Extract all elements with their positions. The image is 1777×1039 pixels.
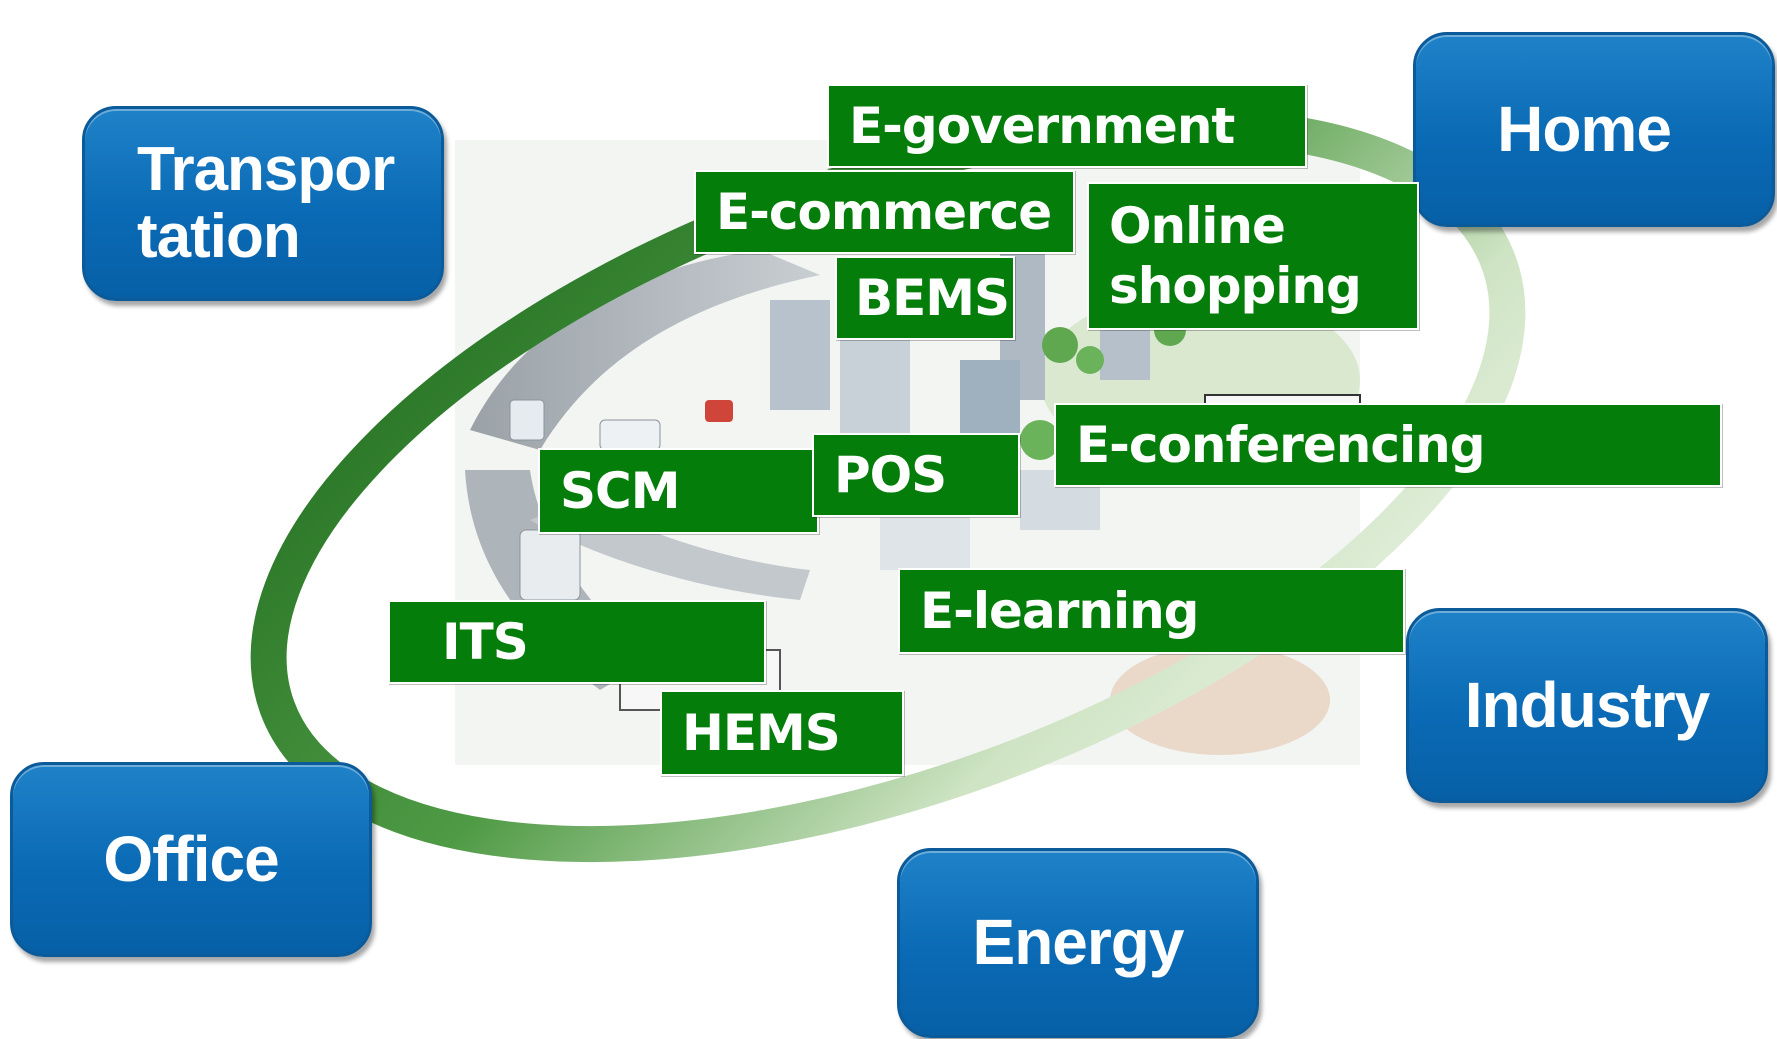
sector-home-button[interactable]: Home xyxy=(1413,32,1775,227)
app-online-shopping-button[interactable]: Online shopping xyxy=(1087,182,1419,330)
app-bems-button[interactable]: BEMS xyxy=(835,256,1015,340)
app-e-commerce-button[interactable]: E-commerce xyxy=(694,170,1075,254)
sector-energy-label: Energy xyxy=(972,906,1185,979)
app-e-learning-label: E-learning xyxy=(920,582,1199,640)
sector-transportation-button[interactable]: Transpor tation xyxy=(82,106,444,301)
app-pos-button[interactable]: POS xyxy=(812,433,1020,517)
app-e-commerce-label: E-commerce xyxy=(716,183,1052,241)
app-hems-button[interactable]: HEMS xyxy=(660,690,904,776)
sector-transportation-label: Transpor tation xyxy=(137,134,395,271)
app-e-conferencing-button[interactable]: E-conferencing xyxy=(1054,403,1722,487)
sector-office-label: Office xyxy=(103,822,279,895)
app-its-label: ITS xyxy=(442,613,529,671)
app-pos-label: POS xyxy=(834,446,947,504)
app-scm-button[interactable]: SCM xyxy=(538,448,819,534)
sector-industry-button[interactable]: Industry xyxy=(1406,608,1768,803)
sector-energy-button[interactable]: Energy xyxy=(897,848,1259,1038)
app-bems-label: BEMS xyxy=(855,269,1010,327)
app-e-government-label: E-government xyxy=(849,97,1235,155)
sector-industry-label: Industry xyxy=(1464,668,1710,741)
app-online-shopping-label: Online shopping xyxy=(1109,197,1362,315)
app-hems-label: HEMS xyxy=(682,704,841,762)
sector-office-button[interactable]: Office xyxy=(10,762,372,957)
sector-home-label: Home xyxy=(1497,92,1672,165)
app-e-government-button[interactable]: E-government xyxy=(827,84,1307,168)
app-scm-label: SCM xyxy=(560,462,680,520)
app-its-button[interactable]: ITS xyxy=(388,600,766,684)
app-e-learning-button[interactable]: E-learning xyxy=(898,568,1405,654)
app-e-conferencing-label: E-conferencing xyxy=(1076,416,1485,474)
